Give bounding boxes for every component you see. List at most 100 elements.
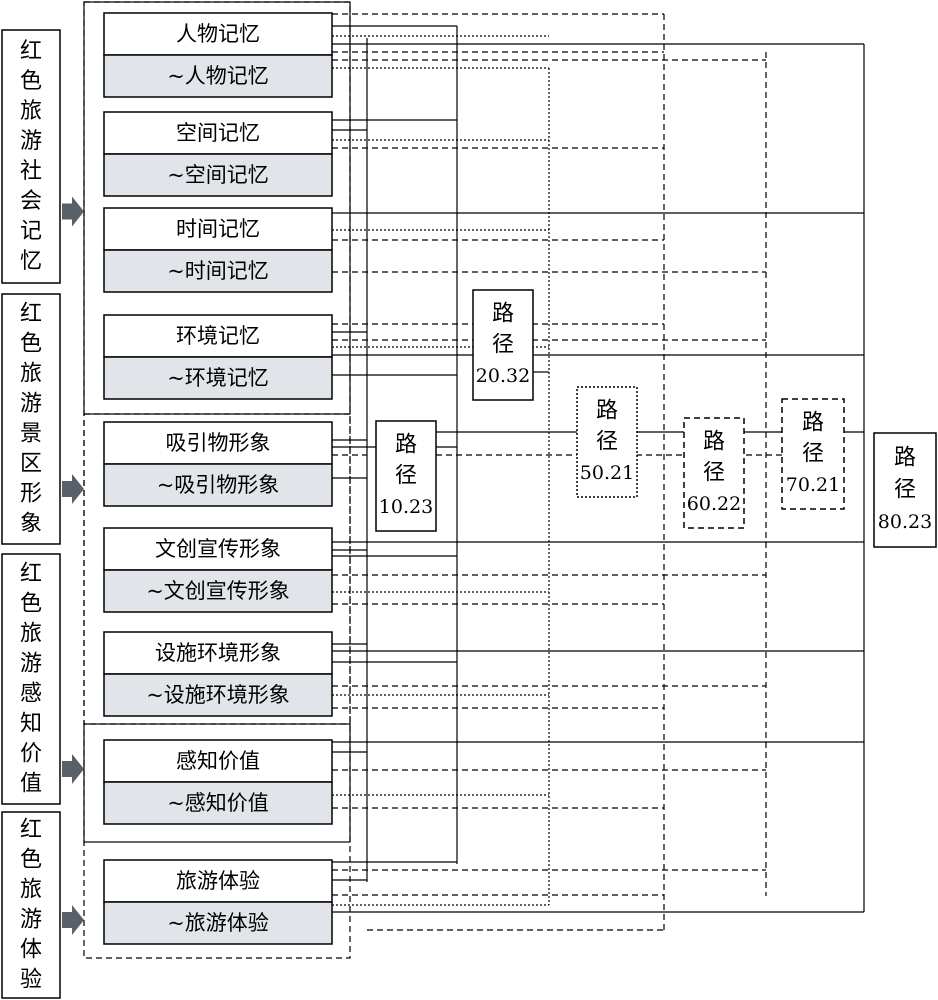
connector-lines [332, 13, 865, 931]
negated-variable-box [103, 463, 333, 507]
variable-label: 空间记忆 [176, 121, 260, 145]
variable-label: 设施环境形象 [155, 641, 281, 665]
category-label-char: 旅 [20, 622, 42, 647]
category-label-char: 色 [20, 332, 42, 357]
path-box [683, 417, 745, 529]
category-label-char: 红 [20, 302, 42, 327]
category-label-char: 色 [20, 592, 42, 617]
path-label-char: 径 [596, 430, 618, 455]
category-box [1, 553, 61, 805]
category-label-char: 游 [20, 129, 42, 154]
path-label-char: 径 [894, 478, 916, 503]
category-label-char: 区 [20, 452, 42, 477]
category-label-char: 旅 [20, 99, 42, 124]
right-arrow-icon [62, 196, 84, 227]
category-label-char: 价 [20, 742, 42, 767]
category-label-char: 知 [20, 712, 42, 737]
negated-variable-label: ~时间记忆 [167, 259, 269, 283]
category-label-char: 游 [20, 392, 42, 417]
path-box [472, 289, 534, 401]
variable-label: 人物记忆 [176, 22, 260, 46]
variable-box [103, 527, 333, 571]
path-box [576, 386, 638, 498]
variable-box [103, 12, 333, 56]
category-label-char: 记 [20, 219, 42, 244]
variable-label: 旅游体验 [176, 869, 260, 893]
path-label-char: 路 [596, 399, 618, 424]
category-box [1, 29, 61, 284]
configuration-paths: 路径10.23路径20.32路径50.21路径60.22路径70.21路径80.… [375, 289, 937, 548]
negated-variable-label: ~文创宣传形象 [146, 579, 290, 603]
category-label-char: 值 [20, 772, 42, 797]
path-label-char: 路 [703, 430, 725, 455]
variable-box [103, 739, 333, 783]
category-label-char: 游 [20, 652, 42, 677]
category-label-char: 体 [20, 938, 42, 963]
path-p7: 路径 70.21 [781, 398, 845, 510]
variable-v2: 空间记忆 ~空间记忆 [103, 111, 333, 197]
negated-variable-label: ~旅游体验 [167, 911, 269, 935]
variable-v6: 文创宣传形象 ~文创宣传形象 [103, 527, 333, 613]
all-variables-outer-frame [83, 1, 351, 959]
negated-variable-label: ~吸引物形象 [157, 473, 280, 497]
path-label-char: 径 [395, 464, 417, 489]
negated-variable-box [103, 673, 333, 717]
category-label-char: 感 [20, 682, 42, 707]
variable-label: 吸引物形象 [166, 431, 271, 455]
category-label-char: 忆 [20, 249, 42, 274]
negated-variable-label: ~设施环境形象 [146, 683, 290, 707]
negated-variable-box [103, 569, 333, 613]
variable-v4: 环境记忆~环境记忆 [103, 314, 333, 400]
category-label-char: 色 [20, 69, 42, 94]
category-label-char: 旅 [20, 878, 42, 903]
negated-variable-label: ~人物记忆 [167, 64, 269, 88]
path-box [781, 398, 845, 510]
category-label-char: 红 [20, 39, 42, 64]
right-arrow-icon [62, 474, 84, 504]
path-number: 70.21 [786, 474, 840, 496]
path-number: 50.21 [580, 462, 634, 484]
variable-label: 感知价值 [176, 749, 260, 773]
category-label-char: 形 [20, 482, 42, 507]
path-label-char: 路 [802, 411, 824, 436]
negated-variable-box [103, 901, 333, 945]
category-label-char: 会 [20, 189, 42, 214]
variable-v8: 感知价值 ~感知价值 [103, 739, 333, 825]
path-box [375, 420, 437, 532]
right-arrow-icon [62, 905, 84, 935]
path-box [873, 432, 937, 548]
variable-box [103, 111, 333, 155]
category-box [1, 293, 61, 545]
path-label-char: 路 [395, 433, 417, 458]
variable-label: 文创宣传形象 [155, 537, 281, 561]
path-label-char: 路 [492, 302, 514, 327]
path-number: 10.23 [379, 496, 433, 518]
negated-variable-box [103, 54, 333, 98]
category-label-char: 社 [20, 159, 42, 184]
variable-label: 时间记忆 [176, 217, 260, 241]
category-label-char: 象 [20, 512, 42, 537]
variable-v5: 吸引物形象 ~吸引物形象 [103, 421, 333, 507]
category-label-char: 旅 [20, 362, 42, 387]
negated-variable-label: ~感知价值 [167, 791, 269, 815]
path-label-char: 径 [802, 442, 824, 467]
category-label-char: 验 [20, 968, 42, 993]
negated-variable-box [103, 153, 333, 197]
group-frames [83, 1, 351, 959]
category-label-char: 景 [20, 422, 42, 447]
negated-variable-label: ~空间记忆 [167, 163, 269, 187]
path-label-char: 径 [492, 333, 514, 358]
condition-variables: 人物记忆~人物记忆空间记忆~空间记忆时间记忆~时间记忆环境记忆~环境记忆吸引物形… [103, 12, 333, 945]
negated-variable-box [103, 249, 333, 293]
category-label-char: 游 [20, 908, 42, 933]
variable-v3: 时间记忆 ~时间记忆 [103, 207, 333, 293]
variable-v9: 旅游体验 ~旅游体验 [103, 859, 333, 945]
